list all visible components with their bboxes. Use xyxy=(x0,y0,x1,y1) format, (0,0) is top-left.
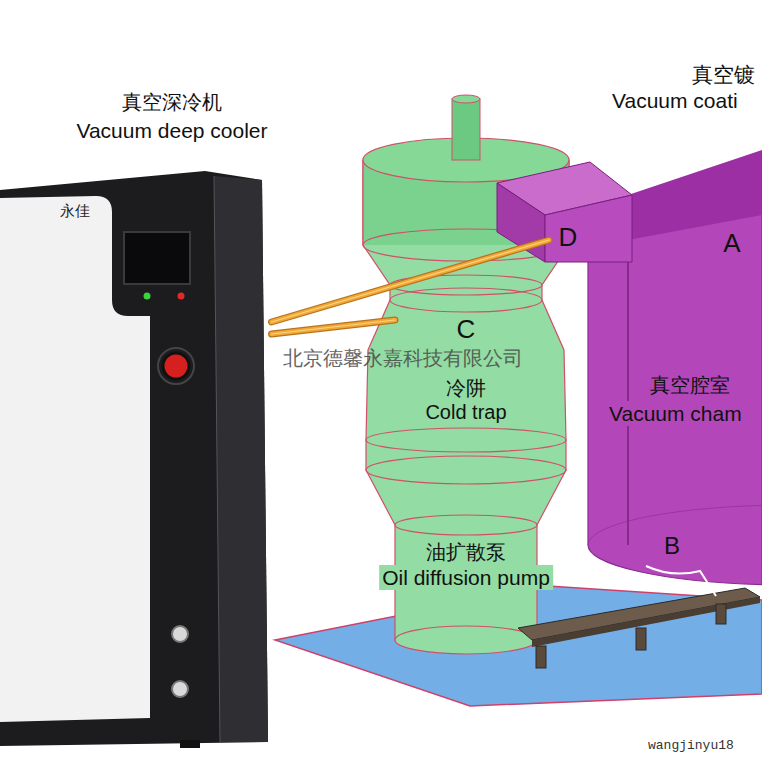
tube-highlight xyxy=(272,320,395,334)
node-text: 冷阱 xyxy=(446,376,486,400)
cooler-body xyxy=(0,171,268,746)
node-text: 油扩散泵 xyxy=(426,540,506,564)
tube-body xyxy=(272,240,549,322)
tube-body xyxy=(272,320,395,334)
callout-letter: B xyxy=(664,532,680,561)
watermark: 北京德馨永嘉科技有限公司 xyxy=(283,346,523,370)
title-text: 真空镀 xyxy=(692,62,755,87)
node-text: A xyxy=(723,228,740,259)
vacuum-chamber: A 真空腔室 Vacuum cham xyxy=(596,224,756,430)
bench-leg xyxy=(716,604,726,624)
node-text: C xyxy=(457,314,476,345)
stop-button xyxy=(163,353,189,379)
chamber-top xyxy=(628,150,762,240)
cooler-edge xyxy=(214,176,220,742)
button-ring xyxy=(158,348,194,384)
title-text: Vacuum coati xyxy=(612,88,738,113)
node-text: 真空深冷机 xyxy=(122,90,222,114)
coolant-tube xyxy=(272,240,549,322)
diffusion-pump: 油扩散泵Oil diffusion pump xyxy=(375,536,557,594)
coil-wire xyxy=(646,566,716,596)
node-text: 真空腔室 xyxy=(650,373,730,397)
outline xyxy=(366,428,566,452)
pump-stack xyxy=(363,160,569,640)
outline xyxy=(395,515,537,535)
bench-leg xyxy=(636,628,646,650)
outline xyxy=(362,160,363,245)
indicator-lamp xyxy=(178,293,185,300)
outline xyxy=(390,288,542,312)
tube-highlight xyxy=(272,240,549,322)
cooler-screen xyxy=(124,232,190,284)
node-text: Oil diffusion pump xyxy=(379,565,553,590)
coolant-tube xyxy=(272,320,395,334)
pump-bottom xyxy=(395,626,537,654)
tube-outline xyxy=(272,320,395,334)
bench-leg xyxy=(536,646,546,668)
exhaust-pipe xyxy=(452,99,480,160)
node-text: Cold trap xyxy=(425,400,506,424)
brand-mark: 永佳 xyxy=(60,202,90,220)
caster-wheel xyxy=(180,740,200,748)
node-text: D xyxy=(559,222,578,253)
node-text: Vacuum deep cooler xyxy=(76,118,267,143)
duct-front xyxy=(545,195,632,262)
cooler-side-panel xyxy=(214,176,268,742)
cooler-unit: 真空深冷机 Vacuum deep cooler xyxy=(0,85,272,745)
indicator-lamp xyxy=(144,293,151,300)
gauge xyxy=(172,626,188,642)
node-text: Vacuum cham xyxy=(606,401,745,426)
gauge xyxy=(172,681,188,697)
tube-outline xyxy=(272,240,549,322)
outline xyxy=(366,456,566,484)
chamber-edge xyxy=(627,240,629,545)
watermark: wangjinyu18 xyxy=(648,738,734,754)
pipe-top xyxy=(452,95,480,103)
duct-port: D xyxy=(549,218,589,258)
